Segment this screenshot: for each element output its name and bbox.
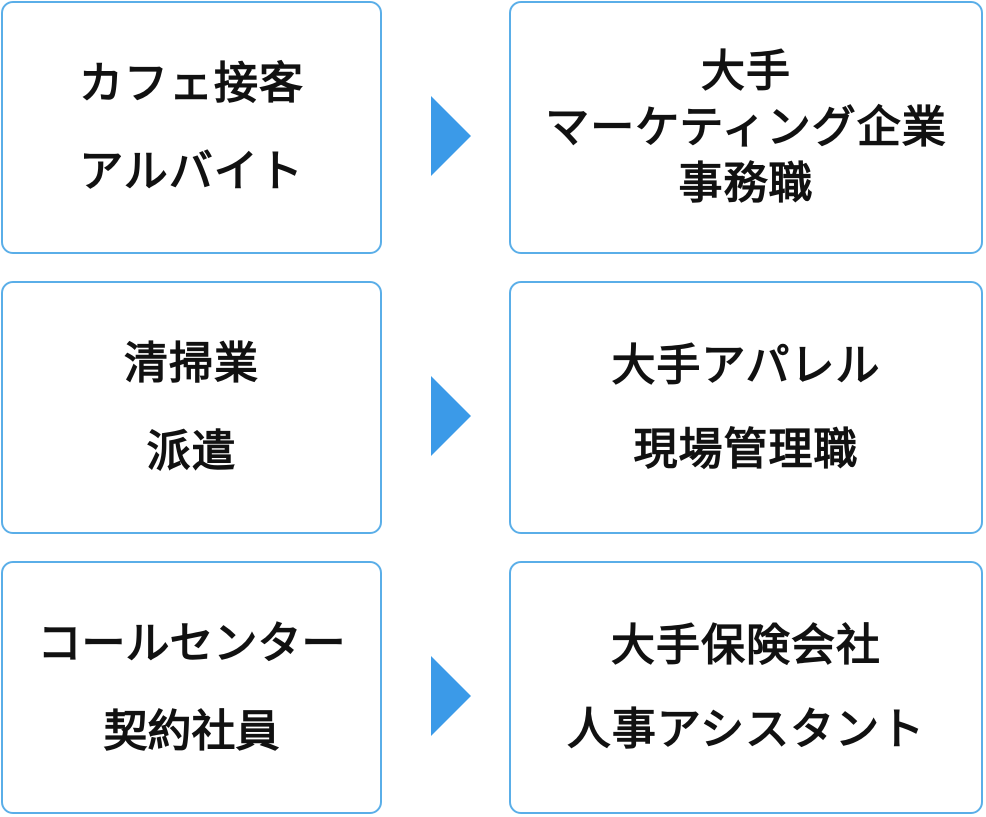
before-box-3-line-2: 契約社員 bbox=[103, 705, 280, 757]
before-box-3: コールセンター 契約社員 bbox=[1, 561, 382, 814]
arrow-right-icon bbox=[431, 376, 471, 456]
after-box-1-line-2: マーケティング企業 bbox=[545, 101, 947, 153]
after-box-3-line-2: 人事アシスタント bbox=[566, 703, 926, 755]
arrow-right-icon bbox=[431, 96, 471, 176]
before-box-1: カフェ接客 アルバイト bbox=[1, 1, 382, 254]
after-box-2: 大手アパレル 現場管理職 bbox=[509, 281, 983, 534]
before-box-3-line-1: コールセンター bbox=[37, 617, 346, 669]
before-box-2-line-2: 派遣 bbox=[146, 425, 237, 477]
arrow-right-icon bbox=[431, 656, 471, 736]
before-box-2: 清掃業 派遣 bbox=[1, 281, 382, 534]
after-box-3: 大手保険会社 人事アシスタント bbox=[509, 561, 983, 814]
after-box-1-line-1: 大手 bbox=[701, 45, 791, 97]
after-box-1: 大手 マーケティング企業 事務職 bbox=[509, 1, 983, 254]
after-box-2-line-1: 大手アパレル bbox=[611, 339, 881, 391]
after-box-3-line-1: 大手保険会社 bbox=[611, 619, 881, 671]
after-box-1-line-3: 事務職 bbox=[678, 157, 814, 209]
before-box-1-line-1: カフェ接客 bbox=[79, 57, 304, 109]
before-box-1-line-2: アルバイト bbox=[79, 145, 304, 197]
after-box-2-line-2: 現場管理職 bbox=[633, 423, 859, 475]
before-box-2-line-1: 清掃業 bbox=[124, 337, 259, 389]
